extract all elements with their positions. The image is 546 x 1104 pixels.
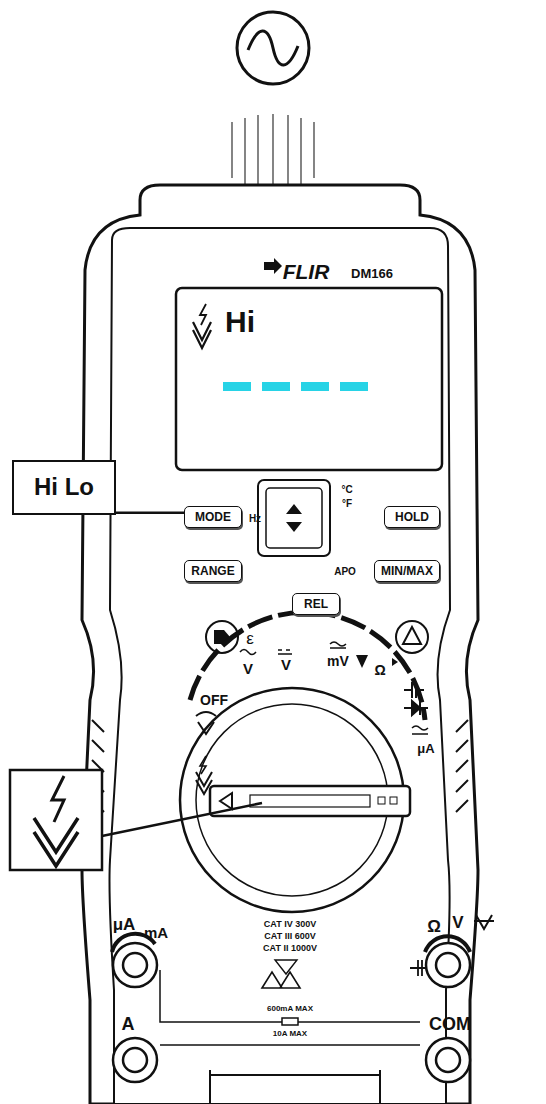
node-text: MODE (195, 510, 231, 524)
dial-label: mV (327, 654, 349, 668)
brand-name: FLIR (283, 261, 330, 282)
rating-text: CAT II 1000V (263, 944, 317, 953)
diode-symbol (404, 701, 428, 715)
light-button (396, 621, 428, 653)
ac-source (237, 12, 309, 84)
hz-label: Hz (249, 514, 261, 524)
jack-label: V (452, 914, 463, 931)
epsilon-label: ε (246, 630, 254, 647)
node-text: Hi Lo (34, 470, 94, 505)
input-jacks (113, 943, 470, 1082)
unit-label: °C (341, 485, 352, 495)
fuse-rating: 10A MAX (273, 1030, 307, 1038)
fuse-rating: 600mA MAX (267, 1005, 313, 1013)
logo-mark (264, 258, 282, 274)
meter-housing (82, 185, 478, 1104)
jack-label: A (122, 1015, 135, 1033)
dial-label: V (243, 661, 253, 676)
dial-pointer (210, 786, 410, 816)
ncv-dial-icon-2 (196, 756, 212, 794)
jack-label: COM (429, 1015, 471, 1033)
jack-label: Ω (427, 918, 441, 935)
voltage-detect-icon (193, 304, 211, 348)
lcd-display (176, 288, 442, 470)
callout-box: Hi Lo (12, 460, 116, 515)
dial-label: V (281, 657, 291, 672)
leader-line (116, 512, 184, 513)
rating-text: CAT III 600V (264, 932, 315, 941)
unit-label: °F (342, 499, 352, 509)
jack-label: μA (113, 916, 136, 933)
node-text: RANGE (191, 564, 234, 578)
jack-label: mA (144, 925, 168, 940)
minmax-button: MIN/MAX (374, 560, 440, 582)
mode-button: MODE (184, 506, 242, 528)
rel-button: REL (292, 593, 340, 615)
display-reading: Hi (225, 307, 255, 337)
node-text: REL (304, 597, 328, 611)
apo-label: APO (334, 567, 356, 577)
leader-line (102, 803, 262, 836)
dashes (223, 382, 368, 391)
dial-label: Ω (374, 663, 385, 677)
node-text: MIN/MAX (381, 564, 433, 578)
dial-label: OFF (200, 693, 228, 707)
symbol-callout (10, 770, 102, 870)
model-number: DM166 (351, 267, 393, 280)
rating-text: CAT IV 300V (264, 920, 316, 929)
range-button: RANGE (184, 560, 242, 582)
voltage-detect-symbol (34, 776, 78, 866)
field-lines (232, 114, 314, 192)
nav-button (258, 480, 330, 556)
node-text: HOLD (395, 510, 429, 524)
ncv-dial-icon (196, 712, 216, 734)
bezel (110, 228, 451, 1104)
capacitor-symbol (404, 682, 424, 698)
hold-button: HOLD (384, 506, 440, 528)
dial-label: μA (417, 742, 434, 755)
